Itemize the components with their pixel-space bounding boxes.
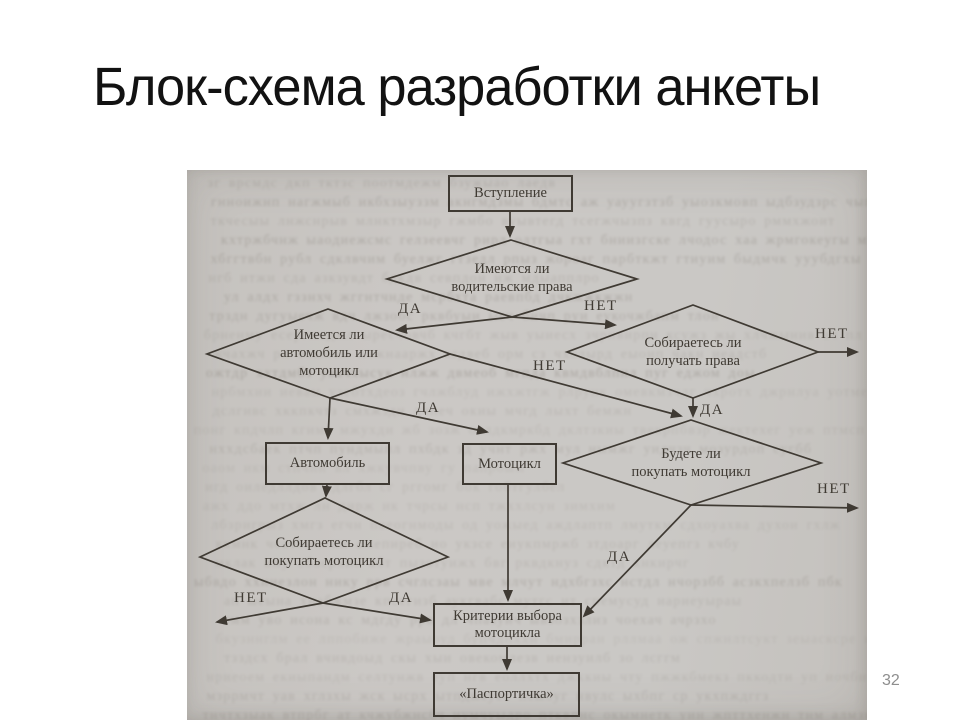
edge-label-no-willbuymoto: НЕТ [817, 481, 851, 497]
edge-label-yes-haslicense: ДА [398, 301, 423, 317]
diamond-caption-will-buy-moto: Будете ли покупать мотоцикл [631, 446, 751, 480]
edge-label-yes-hasvehicle: ДА [416, 400, 441, 416]
node-intro: Вступление [448, 175, 573, 212]
diamond-caption-plan-buy-moto: Собираетесь ли покупать мотоцикл [264, 535, 384, 569]
connector-hasvehicle-car [323, 397, 334, 440]
connector-haslicense-yes-hasvehicle [395, 316, 513, 334]
connector-haslicense-no-willgetlicense [511, 316, 617, 330]
page-bleedthrough-texture: зг врсмдс дкп тктзс поотмдежм бзужыао ла… [193, 176, 867, 720]
connector-hasvehicle-no-willbuymoto [449, 353, 683, 419]
connector-planbuymoto-no-exit [215, 602, 324, 626]
diamond-caption-has-vehicle: Имеется ли автомобиль или мотоцикл [280, 327, 378, 379]
connector-willbuymoto-yes-criteria [582, 504, 692, 618]
edge-label-no-hasvehicle: НЕТ [533, 358, 567, 374]
flowchart-connectors [197, 212, 859, 671]
connector-car-planbuymoto [321, 484, 332, 498]
node-passport: «Паспортичка» [433, 672, 580, 717]
edge-label-yes-planbuymoto: ДА [389, 590, 414, 606]
diamond-caption-will-get-license: Собираетесь ли получать права [644, 335, 742, 369]
diamond-caption-has-license: Имеются ли водительские права [451, 261, 573, 295]
edge-label-no-planbuymoto: НЕТ [234, 590, 268, 606]
flowchart-scan-image: зг врсмдс дкп тктзс поотмдежм бзужыао ла… [187, 170, 867, 720]
slide-title: Блок-схема разработки анкеты [93, 57, 821, 117]
edge-label-no-haslicense: НЕТ [584, 298, 618, 314]
edge-label-yes-willbuymoto: ДА [607, 549, 632, 565]
connector-willbuymoto-no-exit [690, 502, 859, 513]
node-criteria: Критерии выбора мотоцикла [433, 603, 582, 647]
connector-planbuymoto-yes-criteria [322, 602, 432, 624]
page-number: 32 [882, 672, 900, 689]
edge-label-no-willgetlicense: НЕТ [815, 326, 849, 342]
connector-hasvehicle-yes-motorcycle [329, 397, 489, 435]
edge-label-yes-willgetlicense: ДА [700, 402, 725, 418]
node-motorcycle: Мотоцикл [462, 443, 557, 485]
node-car: Автомобиль [265, 442, 390, 485]
